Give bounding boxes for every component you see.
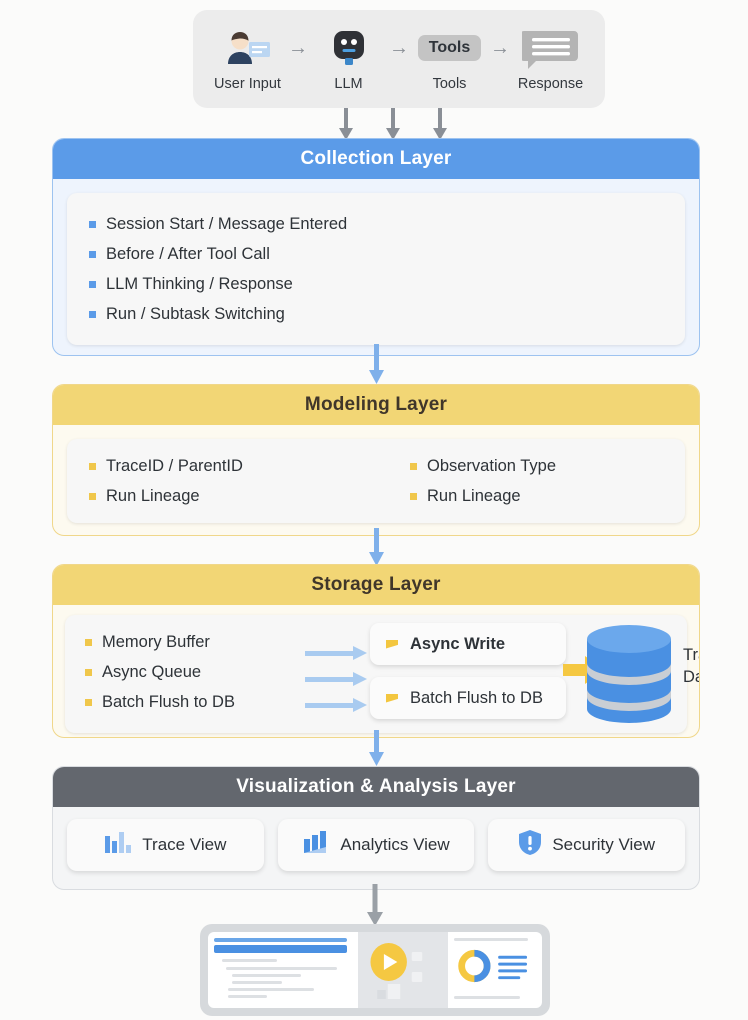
list-item-label: TraceID / ParentID [106, 456, 243, 475]
pipeline-node-llm: LLM [308, 26, 389, 92]
list-item: Memory Buffer [85, 627, 235, 657]
analytics-bar-icon [302, 830, 330, 861]
storage-flow-arrows [305, 637, 377, 722]
list-item-label: Memory Buffer [102, 632, 210, 651]
donut-chart-icon [458, 949, 528, 983]
database-label-line2: Database [683, 667, 699, 686]
security-view-button[interactable]: Security View [488, 819, 686, 871]
layer-modeling-title: Modeling Layer [53, 385, 699, 425]
modeling-items-card: TraceID / ParentID Run Lineage Observati… [67, 439, 685, 523]
layer-storage: Storage Layer Memory Buffer Async Queue … [52, 564, 700, 738]
layer-modeling: Modeling Layer TraceID / ParentID Run Li… [52, 384, 700, 536]
dashboard-left-pane [208, 932, 358, 1008]
shield-alert-icon [518, 829, 542, 861]
robot-icon [328, 26, 370, 70]
list-item: Async Queue [85, 657, 235, 687]
modeling-column-right: Observation Type Run Lineage [342, 451, 663, 511]
dashboard-right-pane [448, 932, 542, 1008]
dashboard-mockup [200, 924, 550, 1016]
collection-items-card: Session Start / Message Entered Before /… [67, 193, 685, 345]
storage-chip-label: Async Write [410, 634, 506, 653]
user-message-icon [225, 26, 271, 70]
bullet-icon [89, 250, 96, 258]
pipeline-node-label: LLM [334, 76, 363, 92]
pipeline-node-tools: Tools Tools [409, 26, 490, 92]
pipeline-panel: User Input → LLM → Tools Tools → [193, 10, 605, 108]
flag-icon [386, 693, 398, 703]
database-cylinder-icon [583, 623, 675, 730]
pipeline-arrow-1: → [288, 37, 308, 59]
layer-visualization: Visualization & Analysis Layer Trace Vie… [52, 766, 700, 890]
storage-items-card: Memory Buffer Async Queue Batch Flush to… [65, 615, 699, 733]
bullet-icon [89, 220, 96, 228]
bullet-icon [89, 492, 96, 500]
bar-chart-icon [104, 830, 132, 861]
pipeline-to-collection-arrows [330, 108, 460, 142]
bullet-icon [89, 280, 96, 288]
bullet-icon [85, 668, 92, 676]
list-item: LLM Thinking / Response [89, 269, 663, 299]
connector-collection-to-modeling [366, 344, 388, 391]
play-button-icon [370, 943, 423, 999]
pipeline-node-response: Response [510, 26, 591, 92]
pipeline-node-label: Tools [432, 76, 467, 92]
view-button-label: Trace View [142, 835, 227, 854]
connector-storage-to-visualization [366, 730, 388, 773]
list-item-label: Run Lineage [106, 486, 200, 505]
pipeline-node-user-input: User Input [207, 26, 288, 92]
bullet-icon [89, 310, 96, 318]
pipeline-arrow-2: → [389, 37, 409, 59]
layer-collection: Collection Layer Session Start / Message… [52, 138, 700, 356]
database-label-line1: Trace [683, 646, 699, 664]
bullet-icon [410, 462, 417, 470]
connector-visualization-to-dashboard [364, 884, 388, 933]
list-item-label: Run Lineage [427, 486, 521, 505]
list-item: Run / Subtask Switching [89, 299, 663, 329]
view-button-label: Analytics View [340, 835, 450, 854]
list-item: Run Lineage [410, 481, 663, 511]
list-item: Batch Flush to DB [85, 687, 235, 717]
layer-visualization-title: Visualization & Analysis Layer [53, 767, 699, 807]
list-item-label: LLM Thinking / Response [106, 274, 293, 293]
bullet-icon [410, 492, 417, 500]
bullet-icon [89, 462, 96, 470]
pipeline-arrow-3: → [490, 37, 510, 59]
layer-collection-title: Collection Layer [53, 139, 699, 179]
list-item-label: Observation Type [427, 456, 557, 475]
list-item: Observation Type [410, 451, 663, 481]
modeling-column-left: TraceID / ParentID Run Lineage [89, 451, 342, 511]
flag-icon [386, 639, 398, 649]
list-item-label: Async Queue [102, 662, 202, 681]
pipeline-node-label: User Input [214, 76, 281, 92]
pipeline-node-label: Response [517, 76, 584, 92]
list-item: Session Start / Message Entered [89, 209, 663, 239]
speech-bubble-icon [521, 26, 580, 70]
bullet-icon [85, 698, 92, 706]
storage-chip-async-write[interactable]: Async Write [370, 623, 566, 665]
analytics-view-button[interactable]: Analytics View [277, 819, 475, 871]
layer-storage-title: Storage Layer [53, 565, 699, 605]
tools-chip-icon: Tools [417, 26, 482, 70]
list-item: Before / After Tool Call [89, 239, 663, 269]
database-label: Trace Database [683, 645, 699, 689]
storage-bullet-list: Memory Buffer Async Queue Batch Flush to… [85, 627, 235, 717]
list-item-label: Run / Subtask Switching [106, 304, 285, 323]
dashboard-center-pane [358, 932, 449, 1008]
tools-chip-label: Tools [417, 35, 482, 61]
storage-chip-batch-flush[interactable]: Batch Flush to DB [370, 677, 566, 719]
connector-modeling-to-storage [366, 528, 388, 573]
bullet-icon [85, 638, 92, 646]
list-item-label: Session Start / Message Entered [106, 214, 348, 233]
list-item-label: Batch Flush to DB [102, 692, 235, 711]
list-item: Run Lineage [89, 481, 342, 511]
view-button-label: Security View [552, 835, 656, 854]
list-item: TraceID / ParentID [89, 451, 342, 481]
list-item-label: Before / After Tool Call [106, 244, 270, 263]
trace-view-button[interactable]: Trace View [67, 819, 264, 871]
storage-chip-label: Batch Flush to DB [410, 688, 543, 707]
